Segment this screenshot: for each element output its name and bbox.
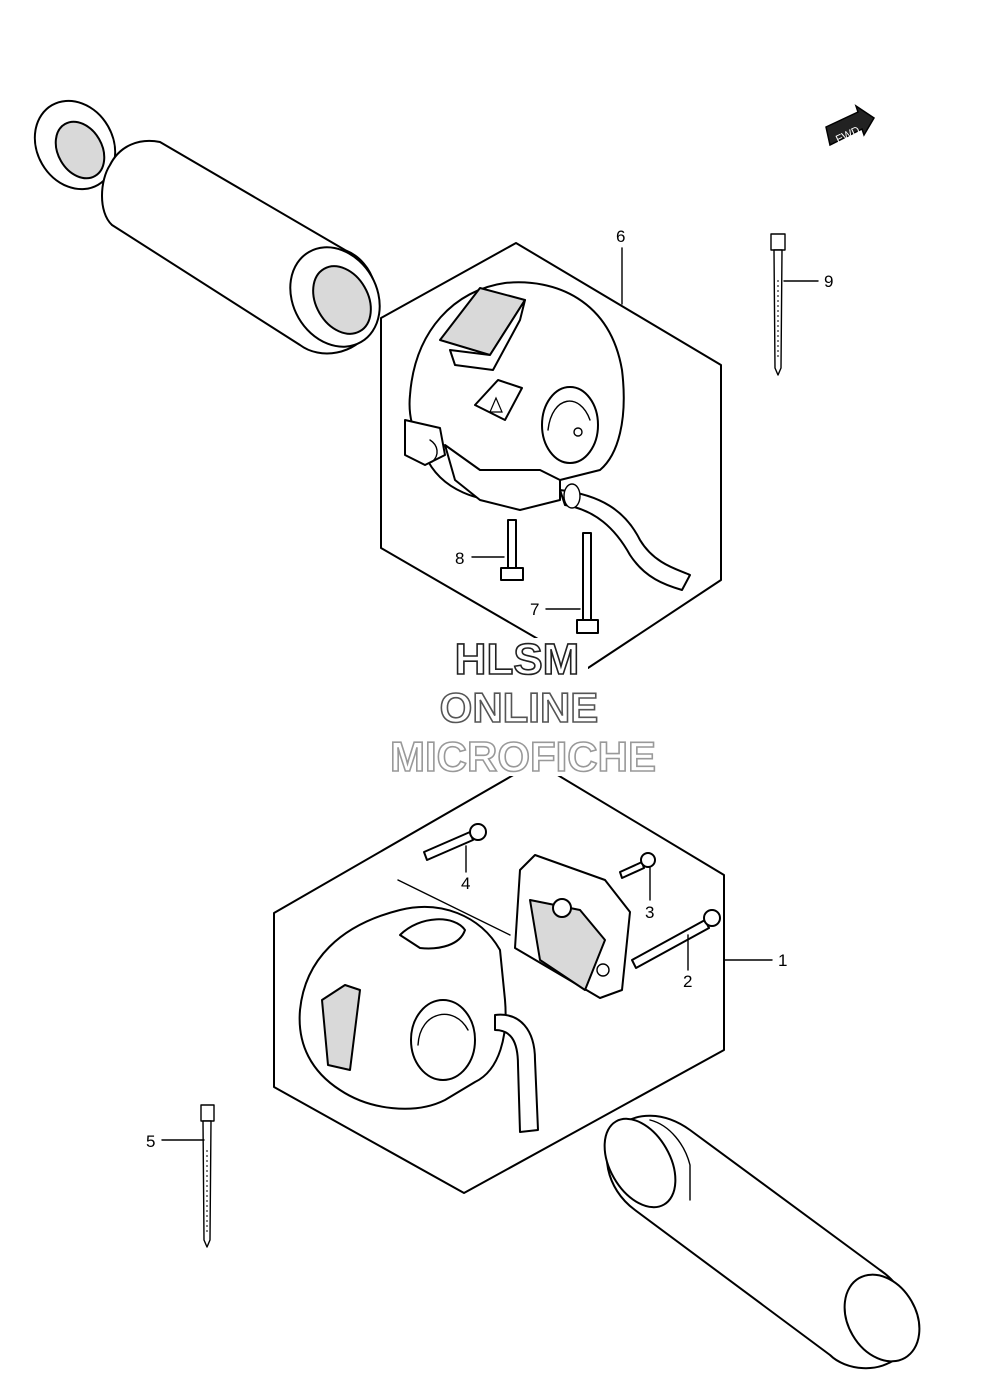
leader-lines	[161, 247, 819, 1141]
watermark-line3: MICROFICHE	[390, 733, 656, 780]
callout-4: 4	[461, 874, 470, 893]
cable-tie-9	[770, 233, 786, 376]
watermark-line1: HLSM	[455, 635, 580, 684]
callout-1: 1	[778, 951, 787, 970]
callout-3: 3	[645, 903, 654, 922]
callout-labels: 1 2 3 4 5 6 7 8 9	[146, 227, 833, 1151]
callout-9: 9	[824, 272, 833, 291]
right-grip-part	[603, 1114, 921, 1370]
callout-7: 7	[530, 600, 539, 619]
watermark: HLSM ONLINE MICROFICHE	[368, 634, 678, 781]
callout-6: 6	[616, 227, 625, 246]
cable-tie-5	[200, 1104, 215, 1248]
callout-5: 5	[146, 1132, 155, 1151]
callout-2: 2	[683, 972, 692, 991]
left-grip-part	[33, 99, 381, 355]
callout-8: 8	[455, 549, 464, 568]
switch-assembly-1	[273, 761, 725, 1194]
switch-assembly-6	[380, 242, 722, 669]
fwd-badge: FWD	[825, 104, 876, 147]
watermark-line2: ONLINE	[440, 684, 599, 731]
